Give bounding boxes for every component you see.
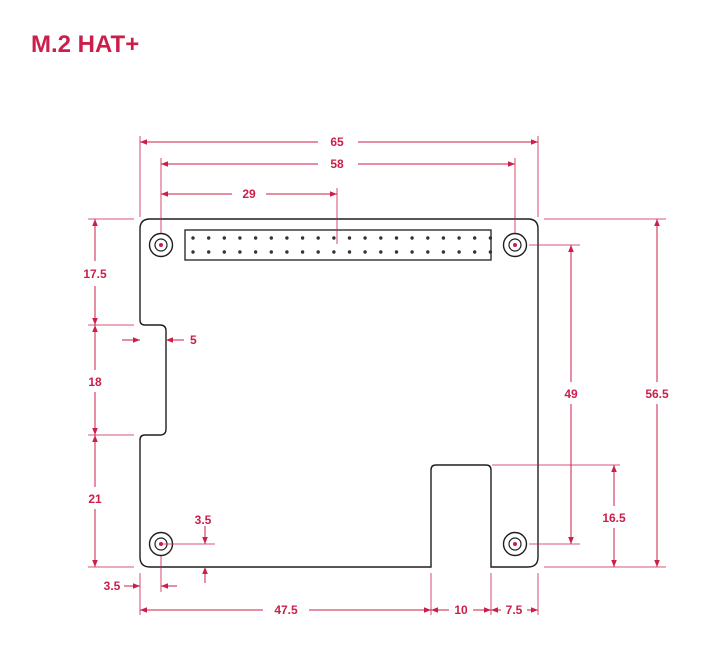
dim-cutout-to-bottom-label: 21 xyxy=(88,492,102,506)
gpio-pin xyxy=(441,236,446,240)
dim-top-to-cutout: 17.5 xyxy=(83,219,107,325)
gpio-pin xyxy=(253,250,258,254)
gpio-pin xyxy=(441,250,446,254)
dim-top-to-cutout-label: 17.5 xyxy=(83,267,107,281)
gpio-pin xyxy=(222,236,226,240)
gpio-pin xyxy=(457,250,461,254)
mounting-hole-bottom-right xyxy=(502,531,528,557)
gpio-pin xyxy=(191,250,195,254)
gpio-pin xyxy=(269,250,273,254)
dim-hole-from-bottom-label: 3.5 xyxy=(195,513,212,527)
gpio-pin xyxy=(488,250,493,254)
gpio-pin xyxy=(379,250,383,254)
gpio-pin xyxy=(347,250,352,254)
gpio-pin xyxy=(207,250,211,254)
dim-slot-height: 16.5 xyxy=(602,465,626,567)
page-title: M.2 HAT+ xyxy=(31,31,140,58)
dim-height-total: 56.5 xyxy=(645,219,669,567)
dim-hole-spacing-x: 58 xyxy=(161,157,515,171)
dim-slot-to-right-label: 7.5 xyxy=(506,603,523,617)
dim-hole-from-left: 3.5 xyxy=(104,579,177,593)
dim-hole-from-left-label: 3.5 xyxy=(104,579,121,593)
dim-slot-width: 10 xyxy=(431,603,491,617)
gpio-pin xyxy=(394,236,399,240)
dim-cutout-depth: 5 xyxy=(122,333,197,347)
dim-hole-spacing-y: 49 xyxy=(564,245,578,544)
dim-slot-height-label: 16.5 xyxy=(602,511,626,525)
gpio-pin xyxy=(316,236,320,240)
dim-cutout-height-label: 18 xyxy=(88,375,102,389)
gpio-pin xyxy=(207,236,211,240)
mounting-hole-top-left xyxy=(148,232,174,258)
dim-height-total-label: 56.5 xyxy=(645,387,669,401)
dim-hole-from-bottom: 3.5 xyxy=(195,513,212,583)
gpio-pin xyxy=(426,250,430,254)
dim-width-total: 65 xyxy=(140,135,538,149)
gpio-pin xyxy=(457,236,461,240)
gpio-pin xyxy=(347,236,352,240)
dim-to-slot: 47.5 xyxy=(140,603,431,617)
gpio-pin xyxy=(410,250,414,254)
gpio-pin xyxy=(285,236,289,240)
dim-hole-spacing-x-label: 58 xyxy=(330,157,344,171)
gpio-pin xyxy=(332,250,336,254)
gpio-pin xyxy=(238,250,242,254)
gpio-pin xyxy=(379,236,383,240)
dim-header-center: 29 xyxy=(161,187,337,201)
gpio-pin xyxy=(269,236,273,240)
extension-lines xyxy=(88,136,666,615)
dim-slot-to-right: 7.5 xyxy=(491,603,538,617)
gpio-pin xyxy=(473,250,477,254)
gpio-pin xyxy=(253,236,258,240)
dim-width-total-label: 65 xyxy=(330,135,344,149)
gpio-pin xyxy=(300,250,305,254)
gpio-pins xyxy=(191,236,493,254)
gpio-pin xyxy=(238,236,242,240)
dim-cutout-to-bottom: 21 xyxy=(88,435,102,567)
gpio-pin xyxy=(285,250,289,254)
gpio-pin xyxy=(473,236,477,240)
gpio-pin xyxy=(316,250,320,254)
mounting-hole-top-right xyxy=(502,232,528,258)
gpio-pin xyxy=(394,250,399,254)
gpio-pin xyxy=(488,236,493,240)
dim-header-center-label: 29 xyxy=(242,187,256,201)
gpio-pin xyxy=(222,250,226,254)
board-outline xyxy=(139,218,539,568)
gpio-pin xyxy=(426,236,430,240)
gpio-pin xyxy=(191,236,195,240)
gpio-pin xyxy=(332,236,336,240)
dim-cutout-depth-label: 5 xyxy=(190,333,197,347)
dim-cutout-height: 18 xyxy=(88,325,102,435)
gpio-pin xyxy=(363,236,367,240)
gpio-pin xyxy=(410,236,414,240)
gpio-pin xyxy=(363,250,367,254)
dim-hole-spacing-y-label: 49 xyxy=(564,387,578,401)
gpio-pin xyxy=(300,236,305,240)
dim-slot-width-label: 10 xyxy=(454,603,468,617)
gpio-header xyxy=(184,229,492,261)
dim-to-slot-label: 47.5 xyxy=(274,603,298,617)
